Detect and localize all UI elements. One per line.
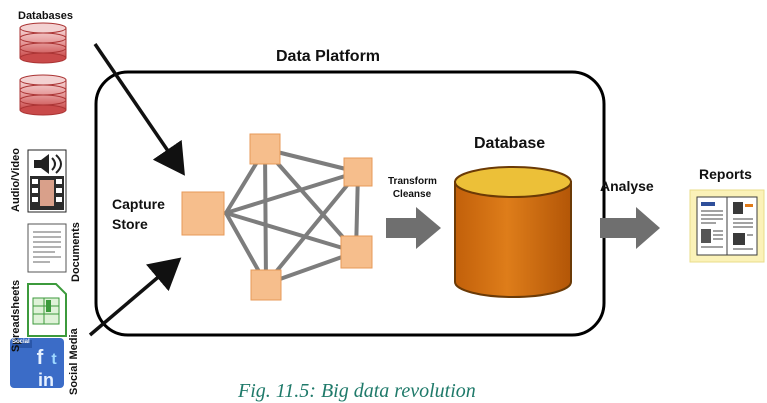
documents-label: Documents (70, 222, 82, 282)
network-edges (224, 147, 360, 286)
document-icon (27, 223, 67, 273)
analyse-arrow (600, 207, 660, 249)
ingest-arrow-bottom (88, 257, 182, 337)
social-tag-label: Social (12, 339, 30, 345)
data-platform-box (94, 70, 606, 337)
svg-text:f: f (37, 347, 44, 369)
databases-label: Databases (18, 10, 74, 22)
network-node-right-bottom (340, 235, 373, 269)
svg-text:in: in (38, 370, 54, 390)
database-stack-icon-2 (19, 74, 67, 116)
network-node-bottom (250, 269, 282, 301)
capture-store-label: Capture Store (112, 196, 165, 232)
audio-video-label: Audio/Video (10, 148, 22, 212)
audio-video-icon (27, 149, 67, 213)
analyse-label: Analyse (600, 178, 654, 194)
svg-text:t: t (51, 351, 57, 368)
reports-icon (689, 189, 765, 263)
transform-arrow (386, 207, 441, 249)
diagram-title: Data Platform (276, 48, 381, 65)
social-media-label: Social Media (68, 328, 80, 395)
ingest-arrow-top (93, 43, 185, 176)
network-node-top (249, 133, 281, 165)
transform-cleanse-label: Transform Cleanse (388, 176, 437, 200)
social-media-icon: f t in (10, 338, 64, 390)
database-cylinder (454, 166, 572, 298)
database-stack-icon-1 (19, 22, 67, 64)
network-node-right-top (343, 157, 373, 187)
figure-caption: Fig. 11.5: Big data revolution (238, 380, 476, 402)
database-label: Database (474, 135, 546, 152)
capture-store-node (181, 191, 225, 236)
spreadsheet-icon (27, 283, 67, 337)
reports-label: Reports (699, 166, 752, 182)
